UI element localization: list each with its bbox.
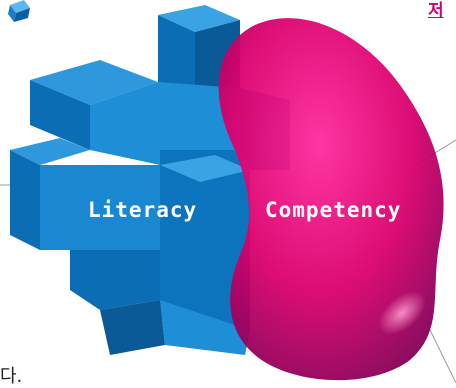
literacy-blocks — [10, 5, 290, 355]
small-cube-icon — [8, 0, 30, 22]
bottom-text: 다. — [0, 366, 23, 387]
competency-blob — [218, 18, 444, 381]
connector-line — [429, 329, 456, 383]
competency-label: Competency — [265, 198, 402, 222]
corner-text-link[interactable]: 저 — [428, 1, 444, 21]
literacy-label: Literacy — [88, 198, 198, 222]
blob-highlight — [378, 291, 426, 335]
